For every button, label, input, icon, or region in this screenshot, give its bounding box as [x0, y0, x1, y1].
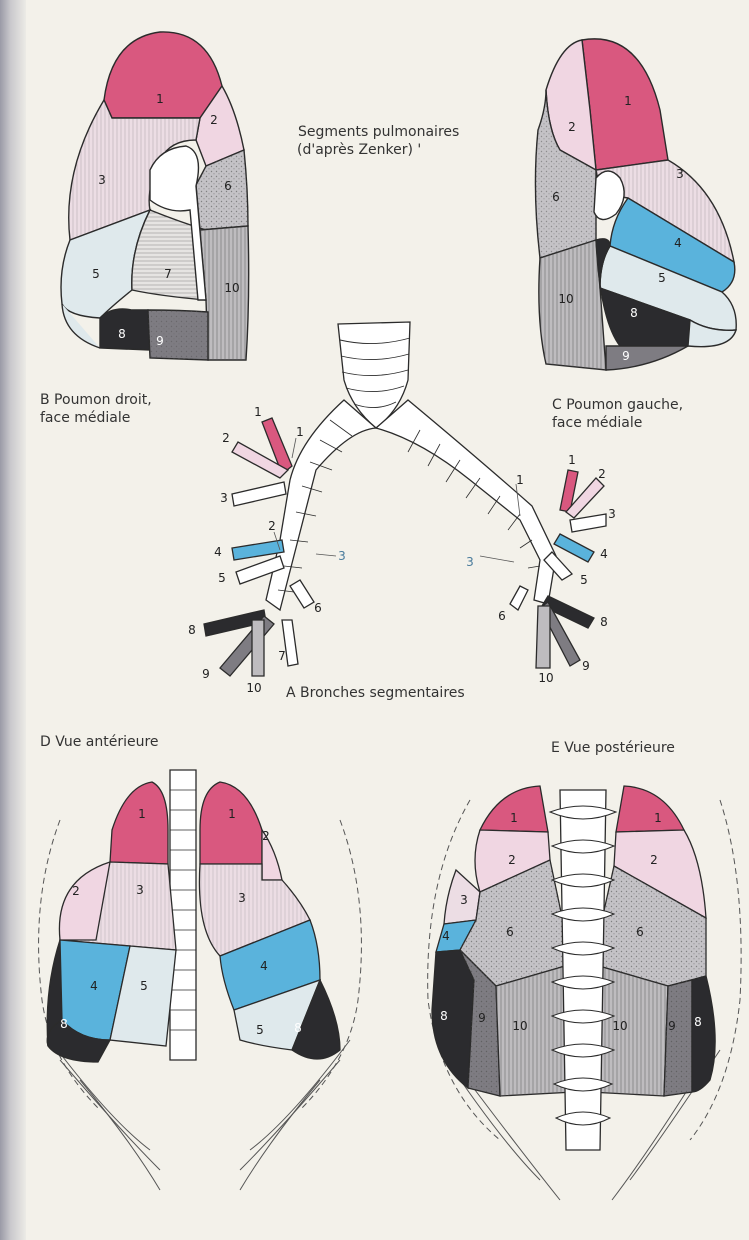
e-l-num-10: 10	[512, 1019, 527, 1033]
c-num-5: 5	[658, 271, 666, 285]
right-b10	[252, 620, 264, 676]
left-main-bronchus	[376, 400, 556, 604]
d-r-num-4: 4	[90, 979, 98, 993]
a-right-num-9: 9	[202, 667, 210, 681]
d-l-num-1: 1	[228, 807, 236, 821]
e-right-segment-9-stipple	[664, 980, 692, 1096]
d-l-num-2: 2	[262, 829, 270, 843]
b-num-7: 7	[164, 267, 172, 281]
panel-e-posterior-view	[428, 786, 741, 1200]
d-r-num-3: 3	[136, 883, 144, 897]
a-left-num-10: 10	[538, 671, 553, 685]
d-l-num-5: 5	[256, 1023, 264, 1037]
d-l-num-3: 3	[238, 891, 246, 905]
e-left-segment-8	[432, 950, 474, 1088]
a-right-num-3-lobe: 3	[338, 549, 346, 563]
b-num-6: 6	[224, 179, 232, 193]
c-segment-9	[606, 346, 688, 370]
e-l-num-9: 9	[478, 1011, 486, 1025]
c-num-8: 8	[630, 306, 638, 320]
b-num-3: 3	[98, 173, 106, 187]
d-left-segment-1	[200, 782, 262, 864]
b-num-5: 5	[92, 267, 100, 281]
e-l-num-4: 4	[442, 929, 450, 943]
c-num-9: 9	[622, 349, 630, 363]
a-right-num-6: 6	[314, 601, 322, 615]
a-left-num-9: 9	[582, 659, 590, 673]
d-r-num-2: 2	[72, 884, 80, 898]
e-r-num-9: 9	[668, 1019, 676, 1033]
a-right-num-3: 3	[220, 491, 228, 505]
e-l-num-3: 3	[460, 893, 468, 907]
c-num-4: 4	[674, 236, 682, 250]
panel-a-bronchial-tree	[204, 322, 606, 676]
e-r-num-8: 8	[694, 1015, 702, 1029]
a-right-num-10: 10	[246, 681, 261, 695]
a-left-num-6: 6	[498, 609, 506, 623]
e-left-segment-1	[480, 786, 548, 832]
a-right-num-1: 1	[254, 405, 262, 419]
b-num-10: 10	[224, 281, 239, 295]
a-left-num-2: 2	[598, 467, 606, 481]
c-num-6: 6	[552, 190, 560, 204]
right-b3	[232, 482, 286, 506]
a-right-num-5: 5	[218, 571, 226, 585]
e-l-num-2: 2	[508, 853, 516, 867]
a-left-num-4: 4	[600, 547, 608, 561]
a-left-num-8: 8	[600, 615, 608, 629]
panel-c-left-lung-medial	[535, 39, 736, 370]
e-r-num-1: 1	[654, 811, 662, 825]
b-num-8: 8	[118, 327, 126, 341]
b-num-2: 2	[210, 113, 218, 127]
e-right-segment-1	[616, 786, 684, 832]
b-num-1: 1	[156, 92, 164, 106]
e-r-num-10: 10	[612, 1019, 627, 1033]
left-b6	[510, 586, 528, 610]
panel-b-right-lung-medial	[61, 32, 249, 360]
a-left-num-1: 1	[568, 453, 576, 467]
a-left-num-3: 3	[608, 507, 616, 521]
e-l-num-8: 8	[440, 1009, 448, 1023]
c-num-10: 10	[558, 292, 573, 306]
a-right-num-4: 4	[214, 545, 222, 559]
a-right-num-2: 2	[222, 431, 230, 445]
d-r-num-1: 1	[138, 807, 146, 821]
d-trachea	[170, 770, 196, 1060]
a-left-num-1-lobe: 1	[516, 473, 524, 487]
a-right-num-1-lobe: 1	[296, 425, 304, 439]
a-right-num-8: 8	[188, 623, 196, 637]
c-num-2: 2	[568, 120, 576, 134]
d-right-segment-1	[110, 782, 168, 864]
d-r-num-8: 8	[60, 1017, 68, 1031]
c-num-1: 1	[624, 94, 632, 108]
a-right-num-2-lobe: 2	[268, 519, 276, 533]
right-main-bronchus	[266, 400, 376, 610]
e-l-num-1: 1	[510, 811, 518, 825]
b-num-9: 9	[156, 334, 164, 348]
left-b4	[554, 534, 594, 562]
e-r-num-2: 2	[650, 853, 658, 867]
d-r-num-5: 5	[140, 979, 148, 993]
left-b10	[536, 606, 550, 668]
d-l-num-4: 4	[260, 959, 268, 973]
e-right-segment-8	[692, 976, 715, 1092]
a-right-num-7: 7	[278, 649, 286, 663]
c-num-3: 3	[676, 167, 684, 181]
a-left-num-3-lobe: 3	[466, 555, 474, 569]
panel-d-anterior-view	[39, 770, 362, 1190]
d-l-num-8: 8	[294, 1021, 302, 1035]
e-l-num-6: 6	[506, 925, 514, 939]
e-r-num-6: 6	[636, 925, 644, 939]
a-left-num-5: 5	[580, 573, 588, 587]
right-b6	[290, 580, 314, 608]
